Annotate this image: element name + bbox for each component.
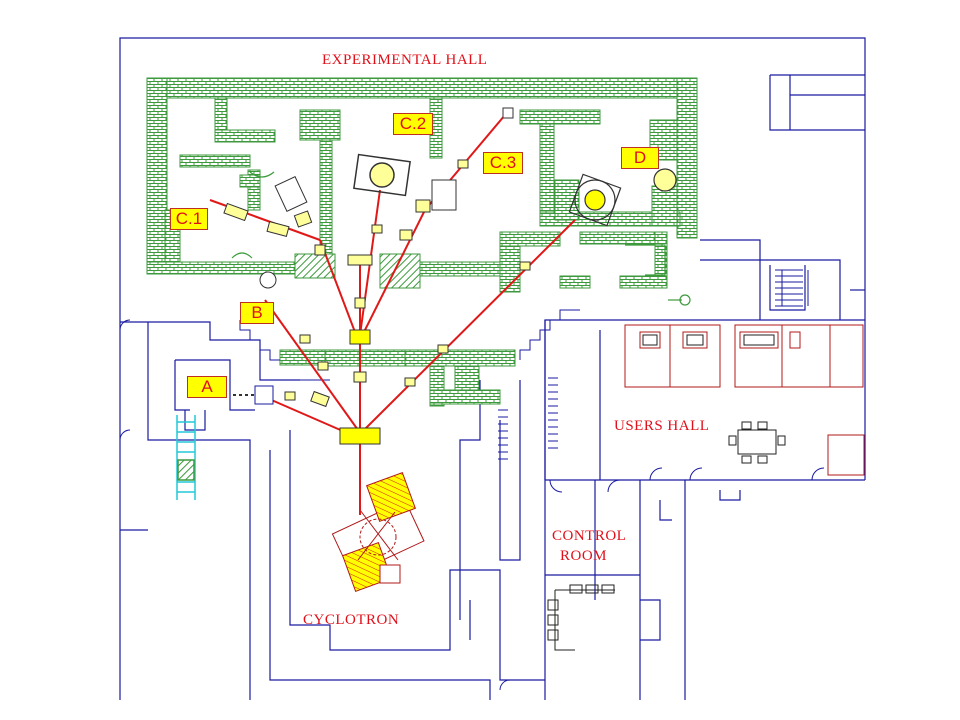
doors xyxy=(119,319,825,691)
c2-chamber xyxy=(353,153,411,197)
beamline-c2-label: C.2 xyxy=(393,113,433,135)
experimental-hall-label: EXPERIMENTAL HALL xyxy=(322,52,488,68)
users-hall-label: USERS HALL xyxy=(614,418,710,434)
ladder xyxy=(176,415,196,500)
stairs xyxy=(498,269,809,460)
beam-elements xyxy=(223,107,531,445)
beamline-d-label: D xyxy=(621,147,659,169)
control-room-label-line1: CONTROL xyxy=(552,528,627,544)
beamline-c1-label: C.1 xyxy=(170,208,208,230)
cyclotron-magnet xyxy=(331,472,425,592)
d-station xyxy=(568,168,677,227)
cyclotron-label: CYCLOTRON xyxy=(303,612,400,628)
control-room-label: CONTROL ROOM xyxy=(552,526,626,566)
furniture xyxy=(547,334,786,651)
users-hall-rooms xyxy=(624,324,865,476)
beamline-a-label: A xyxy=(187,376,227,398)
building-walls xyxy=(119,37,866,700)
stepped-wall xyxy=(239,309,580,381)
green-fixtures xyxy=(231,171,691,306)
control-room-label-line2: ROOM xyxy=(560,548,608,564)
beamline-c3-label: C.3 xyxy=(483,152,523,174)
beamline-b-label: B xyxy=(240,302,274,324)
